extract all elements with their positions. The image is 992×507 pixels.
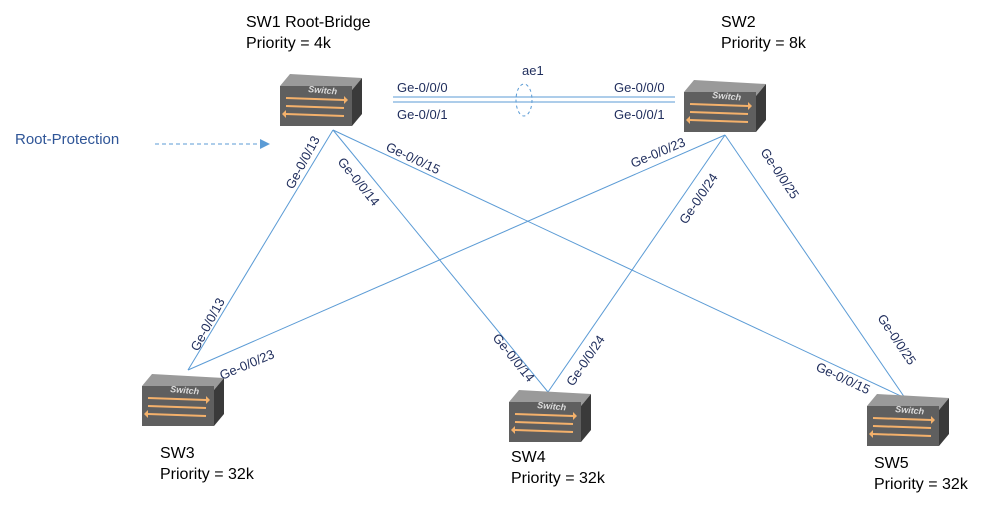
switch-icon-sw4[interactable] xyxy=(508,389,592,443)
switch-icon-sw5[interactable] xyxy=(866,393,950,447)
port-label: Ge-0/0/0 xyxy=(397,80,448,95)
port-label: Ge-0/0/24 xyxy=(676,170,721,226)
port-label: Ge-0/0/25 xyxy=(875,311,920,367)
link-sw2-sw4 xyxy=(547,134,726,393)
port-label: Ge-0/0/14 xyxy=(490,330,538,384)
link-sw1-sw3 xyxy=(187,129,334,371)
switch-icon-sw1[interactable] xyxy=(279,73,363,127)
link-sw1-sw4 xyxy=(332,129,549,393)
switch-icon-sw3[interactable] xyxy=(141,373,225,427)
sw1-name: SW1 Root-Bridge xyxy=(246,14,371,31)
switch-icon-text: Switch xyxy=(308,84,338,97)
sw2-priority: Priority = 8k xyxy=(721,35,807,52)
ae1-label: ae1 xyxy=(522,63,544,78)
link-sw2-sw3 xyxy=(187,134,726,371)
switch-icon-text: Switch xyxy=(712,90,742,103)
switch-icon-text: Switch xyxy=(537,400,567,413)
link-sw1-sw5 xyxy=(332,129,906,399)
sw5-priority: Priority = 32k xyxy=(874,476,969,493)
sw5-name: SW5 xyxy=(874,455,909,472)
root-protection-label: Root-Protection xyxy=(15,131,119,148)
port-label: Ge-0/0/23 xyxy=(628,134,687,170)
port-label: Ge-0/0/23 xyxy=(217,346,276,382)
port-label: Ge-0/0/13 xyxy=(282,133,322,191)
sw3-name: SW3 xyxy=(160,445,195,462)
sw1-priority: Priority = 4k xyxy=(246,35,332,52)
sw3-priority: Priority = 32k xyxy=(160,466,255,483)
sw4-priority: Priority = 32k xyxy=(511,470,606,487)
port-label: Ge-0/0/0 xyxy=(614,80,665,95)
ae1-bundle-marker xyxy=(515,83,533,117)
switch-icon-text: Switch xyxy=(895,404,925,417)
switch-icon-text: Switch xyxy=(170,384,200,397)
port-label: Ge-0/0/1 xyxy=(397,107,448,122)
sw2-name: SW2 xyxy=(721,14,756,31)
sw4-name: SW4 xyxy=(511,449,546,466)
port-label: Ge-0/0/1 xyxy=(614,107,665,122)
link-sw2-sw5 xyxy=(724,134,906,399)
port-label: Ge-0/0/13 xyxy=(187,295,227,353)
switch-icon-sw2[interactable] xyxy=(683,79,767,133)
